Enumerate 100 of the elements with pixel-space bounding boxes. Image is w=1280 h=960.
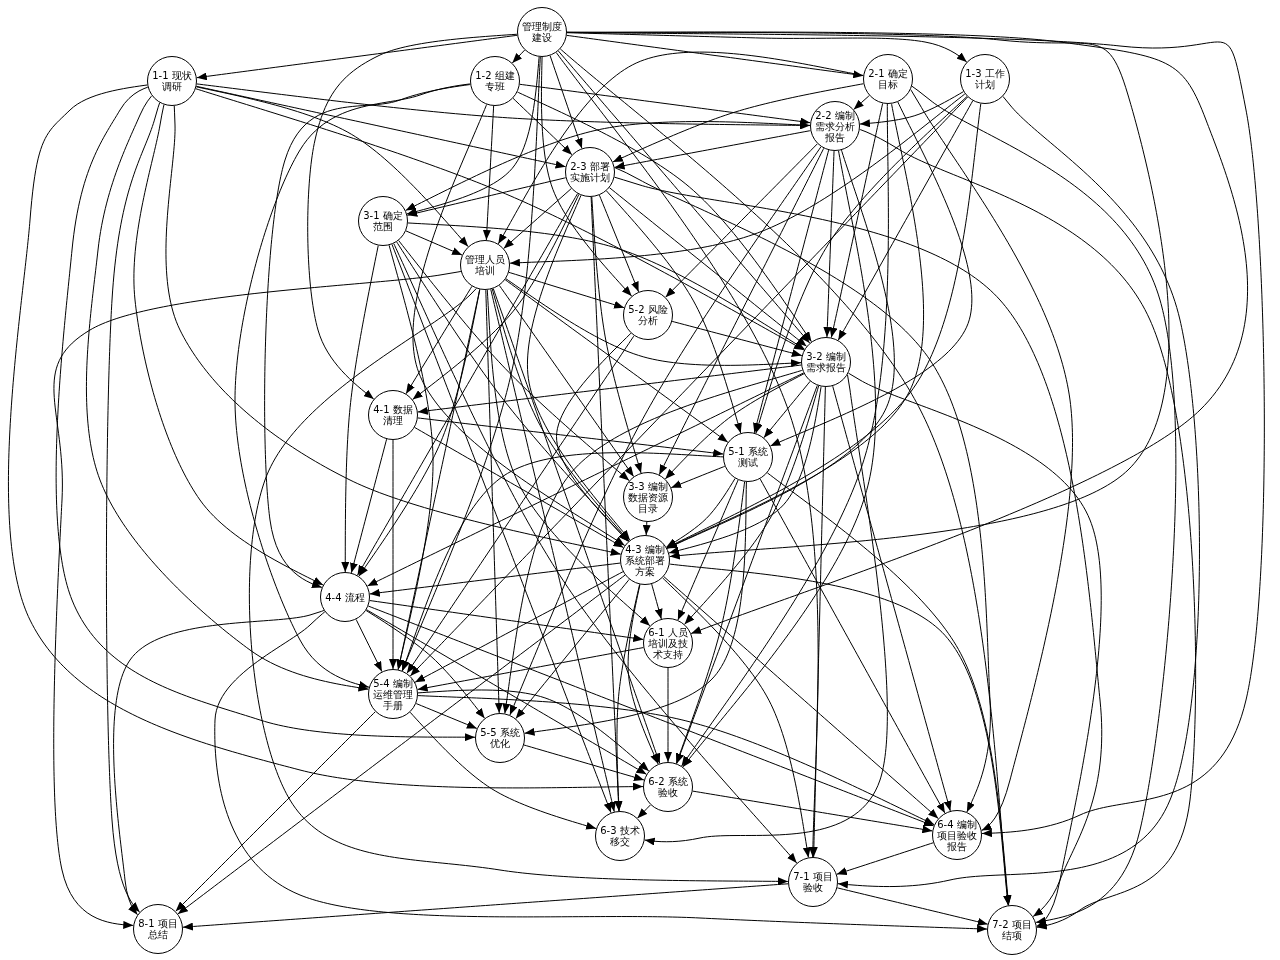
task-circle	[147, 56, 197, 106]
arrow	[195, 88, 805, 351]
arrow	[556, 332, 632, 542]
task-circle	[623, 472, 673, 522]
arrow	[214, 611, 988, 933]
arrow	[414, 426, 624, 549]
arrow	[177, 574, 626, 915]
arrow	[504, 279, 729, 443]
arrow	[663, 576, 939, 819]
task-circle	[960, 54, 1010, 104]
node-label: 7-1 项目验收	[792, 871, 834, 893]
task-circle	[517, 7, 567, 57]
arrow	[497, 51, 864, 245]
node-label: 4-4 流程	[325, 591, 365, 603]
node-label: 3-1 确定范围	[362, 210, 404, 232]
arrow	[832, 385, 952, 812]
arrow	[195, 86, 469, 248]
arrow	[365, 609, 486, 719]
arrow	[612, 83, 864, 163]
node-label: 1-1 现状调研	[151, 70, 193, 92]
arrow	[684, 385, 820, 625]
arrow	[676, 384, 818, 765]
arrow	[196, 83, 811, 130]
arrow	[557, 50, 811, 344]
arrow	[409, 96, 969, 677]
arrow	[195, 85, 567, 169]
node-label: 4-3 编制系统部署方案	[624, 543, 666, 577]
arrow	[393, 243, 798, 864]
arrow	[341, 245, 379, 573]
task-circle	[623, 290, 673, 340]
arrow	[357, 193, 578, 576]
node-label: 3-3 编制数据资源目录	[627, 480, 669, 514]
arrow	[482, 105, 495, 241]
arrow	[175, 711, 376, 912]
arrow	[627, 584, 659, 765]
arrow	[670, 465, 726, 489]
task-circle	[620, 535, 670, 585]
arrow	[412, 193, 580, 400]
node-label: 7-2 项目结项	[991, 919, 1033, 941]
arrow	[355, 618, 383, 673]
arrow	[666, 103, 982, 549]
arrow	[234, 83, 471, 689]
arrow	[389, 439, 397, 670]
arrow	[613, 176, 1103, 918]
arrow	[910, 89, 1073, 831]
arrow	[412, 104, 626, 546]
arrow	[505, 278, 802, 368]
arrow	[406, 56, 540, 216]
arrow	[526, 194, 631, 541]
arrow	[692, 790, 933, 834]
arrow	[165, 105, 622, 556]
arrow	[406, 335, 635, 674]
node-label: 2-1 确定目标	[867, 68, 909, 90]
arrow	[196, 34, 518, 81]
node-label: 6-1 人员培训及技术支持	[647, 626, 689, 660]
arrow	[614, 583, 641, 812]
task-circle	[643, 762, 693, 812]
task-circle	[987, 905, 1037, 955]
arrow	[485, 289, 503, 714]
task-circle	[470, 56, 520, 106]
arrow	[668, 386, 822, 555]
arrow	[398, 240, 630, 482]
node-label: 1-2 组建专班	[474, 70, 516, 92]
node-label: 3-2 编制需求报告	[805, 351, 847, 373]
node-label: 6-2 系统验收	[647, 776, 689, 798]
arrow	[415, 703, 478, 729]
arrow	[417, 364, 802, 415]
arrow	[666, 149, 895, 549]
arrow	[664, 667, 672, 763]
arrow	[669, 563, 1011, 906]
arrow	[417, 695, 935, 826]
arrow	[608, 187, 808, 347]
task-circle	[810, 101, 860, 151]
node-label: 管理制度建设	[521, 21, 563, 43]
arrow	[182, 883, 789, 931]
arrow	[406, 177, 567, 217]
arrow	[417, 417, 724, 457]
arrow	[409, 711, 597, 830]
arrow	[566, 31, 1265, 838]
arrow	[490, 288, 616, 813]
arrow	[105, 102, 161, 913]
arrow	[837, 100, 974, 341]
arrow	[133, 104, 324, 586]
arrow	[823, 150, 835, 338]
arrow	[662, 577, 811, 858]
arrow	[396, 288, 481, 671]
arrow	[401, 452, 724, 672]
arrow	[264, 84, 471, 588]
node-label: 8-1 项目总结	[137, 918, 179, 940]
arrow	[836, 887, 989, 926]
task-circle	[460, 240, 510, 290]
arrow	[417, 689, 650, 772]
arrow	[366, 372, 805, 587]
arrow	[753, 149, 830, 434]
task-circle	[801, 337, 851, 387]
arrow	[509, 146, 822, 716]
arrow	[350, 438, 388, 574]
arrow	[503, 188, 572, 249]
arrow	[113, 609, 325, 916]
task-circle	[643, 618, 693, 668]
